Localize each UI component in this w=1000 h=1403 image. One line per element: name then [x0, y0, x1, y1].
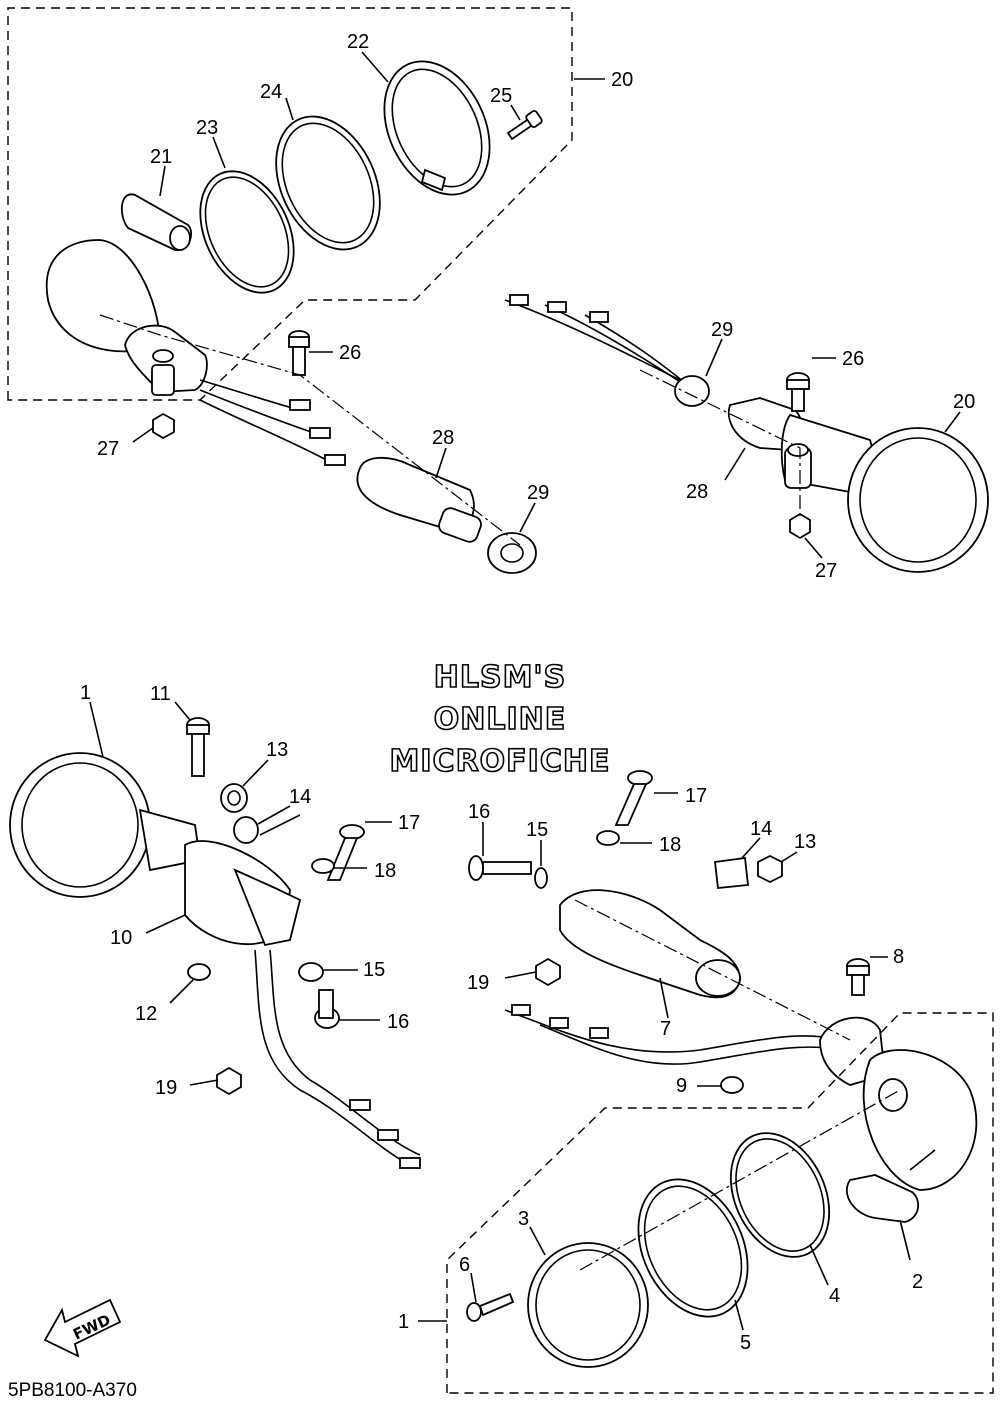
nut-19-right	[535, 957, 561, 987]
callout-22: 22	[347, 31, 369, 53]
holder-28-left	[356, 456, 482, 543]
callout-19-left: 19	[155, 1077, 177, 1099]
callout-9: 9	[676, 1075, 687, 1097]
callout-3: 3	[518, 1208, 529, 1230]
watermark-line-2: ONLINE	[434, 702, 567, 737]
screw-25	[506, 110, 543, 141]
collar-13-left	[220, 783, 248, 813]
gasket-4	[729, 1132, 831, 1258]
callout-13-left: 13	[266, 739, 288, 761]
callout-15-left: 15	[363, 959, 385, 981]
callout-1-left: 1	[80, 682, 91, 704]
callout-29-right: 29	[711, 319, 733, 341]
forward-direction-arrow: FWD	[43, 1298, 122, 1358]
front-right-flasher-group	[446, 770, 994, 1394]
callout-7: 7	[660, 1018, 671, 1040]
bolt-11	[186, 717, 210, 777]
callout-14-left: 14	[289, 786, 311, 808]
callout-17-right: 17	[685, 785, 707, 807]
watermark-line-3: MICROFICHE	[390, 744, 611, 779]
seal-ring-23	[199, 170, 295, 294]
callout-21: 21	[150, 146, 172, 168]
callout-25: 25	[490, 85, 512, 107]
bolt-16-right	[468, 855, 532, 881]
callout-27-left: 27	[97, 438, 119, 460]
callout-labels: 20 22 24 23 21 25 26 27 28 29 29 26 20 2…	[80, 31, 975, 1354]
callout-12: 12	[135, 1003, 157, 1025]
callout-19-right: 19	[467, 972, 489, 994]
screw-6	[466, 1292, 515, 1322]
callout-20-right: 20	[953, 391, 975, 413]
bulb-21	[120, 193, 192, 251]
callout-16-right: 16	[468, 801, 490, 823]
callout-16-left: 16	[387, 1011, 409, 1033]
callout-26-right: 26	[842, 348, 864, 370]
callout-29-left: 29	[527, 482, 549, 504]
diagram-code: 5PB8100-A370	[8, 1380, 137, 1401]
watermark-line-1: HLSM'S	[434, 660, 566, 695]
nut-19-left	[216, 1066, 242, 1096]
grommet-29-right	[674, 375, 710, 407]
watermark: HLSM'S ONLINE MICROFICHE	[389, 659, 611, 780]
callout-28-left: 28	[432, 427, 454, 449]
callout-13-right: 13	[794, 831, 816, 853]
callout-26-left: 26	[339, 342, 361, 364]
nut-27-right	[789, 512, 811, 540]
rear-right-flasher-group	[504, 294, 989, 573]
bolt-17-left	[326, 824, 365, 881]
lens-1-left	[9, 752, 151, 898]
rear-left-flasher-group	[7, 7, 573, 574]
callout-14-right: 14	[750, 818, 772, 840]
callout-18-left: 18	[374, 860, 396, 882]
bolt-16-left	[314, 989, 340, 1029]
washer-18-right	[596, 830, 620, 846]
nut-12	[187, 963, 211, 981]
callout-11: 11	[150, 683, 171, 705]
bolt-8	[846, 958, 870, 996]
washer-15-right	[534, 867, 548, 889]
callout-24: 24	[260, 81, 282, 103]
nut-27-left	[152, 412, 175, 440]
callout-27-right: 27	[815, 560, 837, 582]
rim-3	[527, 1242, 649, 1368]
callout-1-right: 1	[398, 1311, 409, 1333]
washer-29-left	[487, 532, 537, 574]
bolt-26-right	[786, 372, 810, 412]
callout-20-top-left: 20	[611, 69, 633, 91]
nut-9	[720, 1076, 744, 1094]
washer-18-left	[311, 858, 335, 874]
callout-4: 4	[829, 1285, 840, 1307]
bolt-17-right	[614, 770, 653, 826]
lens-24	[275, 115, 381, 251]
callout-15-right: 15	[526, 819, 548, 841]
callout-8: 8	[893, 946, 904, 968]
washer-15-left	[298, 962, 324, 982]
callout-18-right: 18	[659, 834, 681, 856]
nut-13-right	[757, 854, 783, 884]
callout-5: 5	[740, 1332, 751, 1354]
callout-23: 23	[196, 117, 218, 139]
callout-10: 10	[110, 927, 132, 949]
front-left-flasher-group	[9, 717, 421, 1169]
bolt-26-left	[288, 330, 310, 376]
callout-17-left: 17	[398, 812, 420, 834]
flasher-lens-body	[45, 239, 161, 353]
bulb-2	[845, 1174, 920, 1223]
callout-6: 6	[459, 1254, 470, 1276]
lens-20-right	[847, 427, 989, 573]
callout-2: 2	[912, 1271, 923, 1293]
bush-14-left	[233, 816, 259, 844]
lens-body-right	[862, 1049, 978, 1191]
bush-14-right	[714, 856, 749, 889]
lens-5	[637, 1178, 749, 1318]
callout-28-right: 28	[686, 481, 708, 503]
